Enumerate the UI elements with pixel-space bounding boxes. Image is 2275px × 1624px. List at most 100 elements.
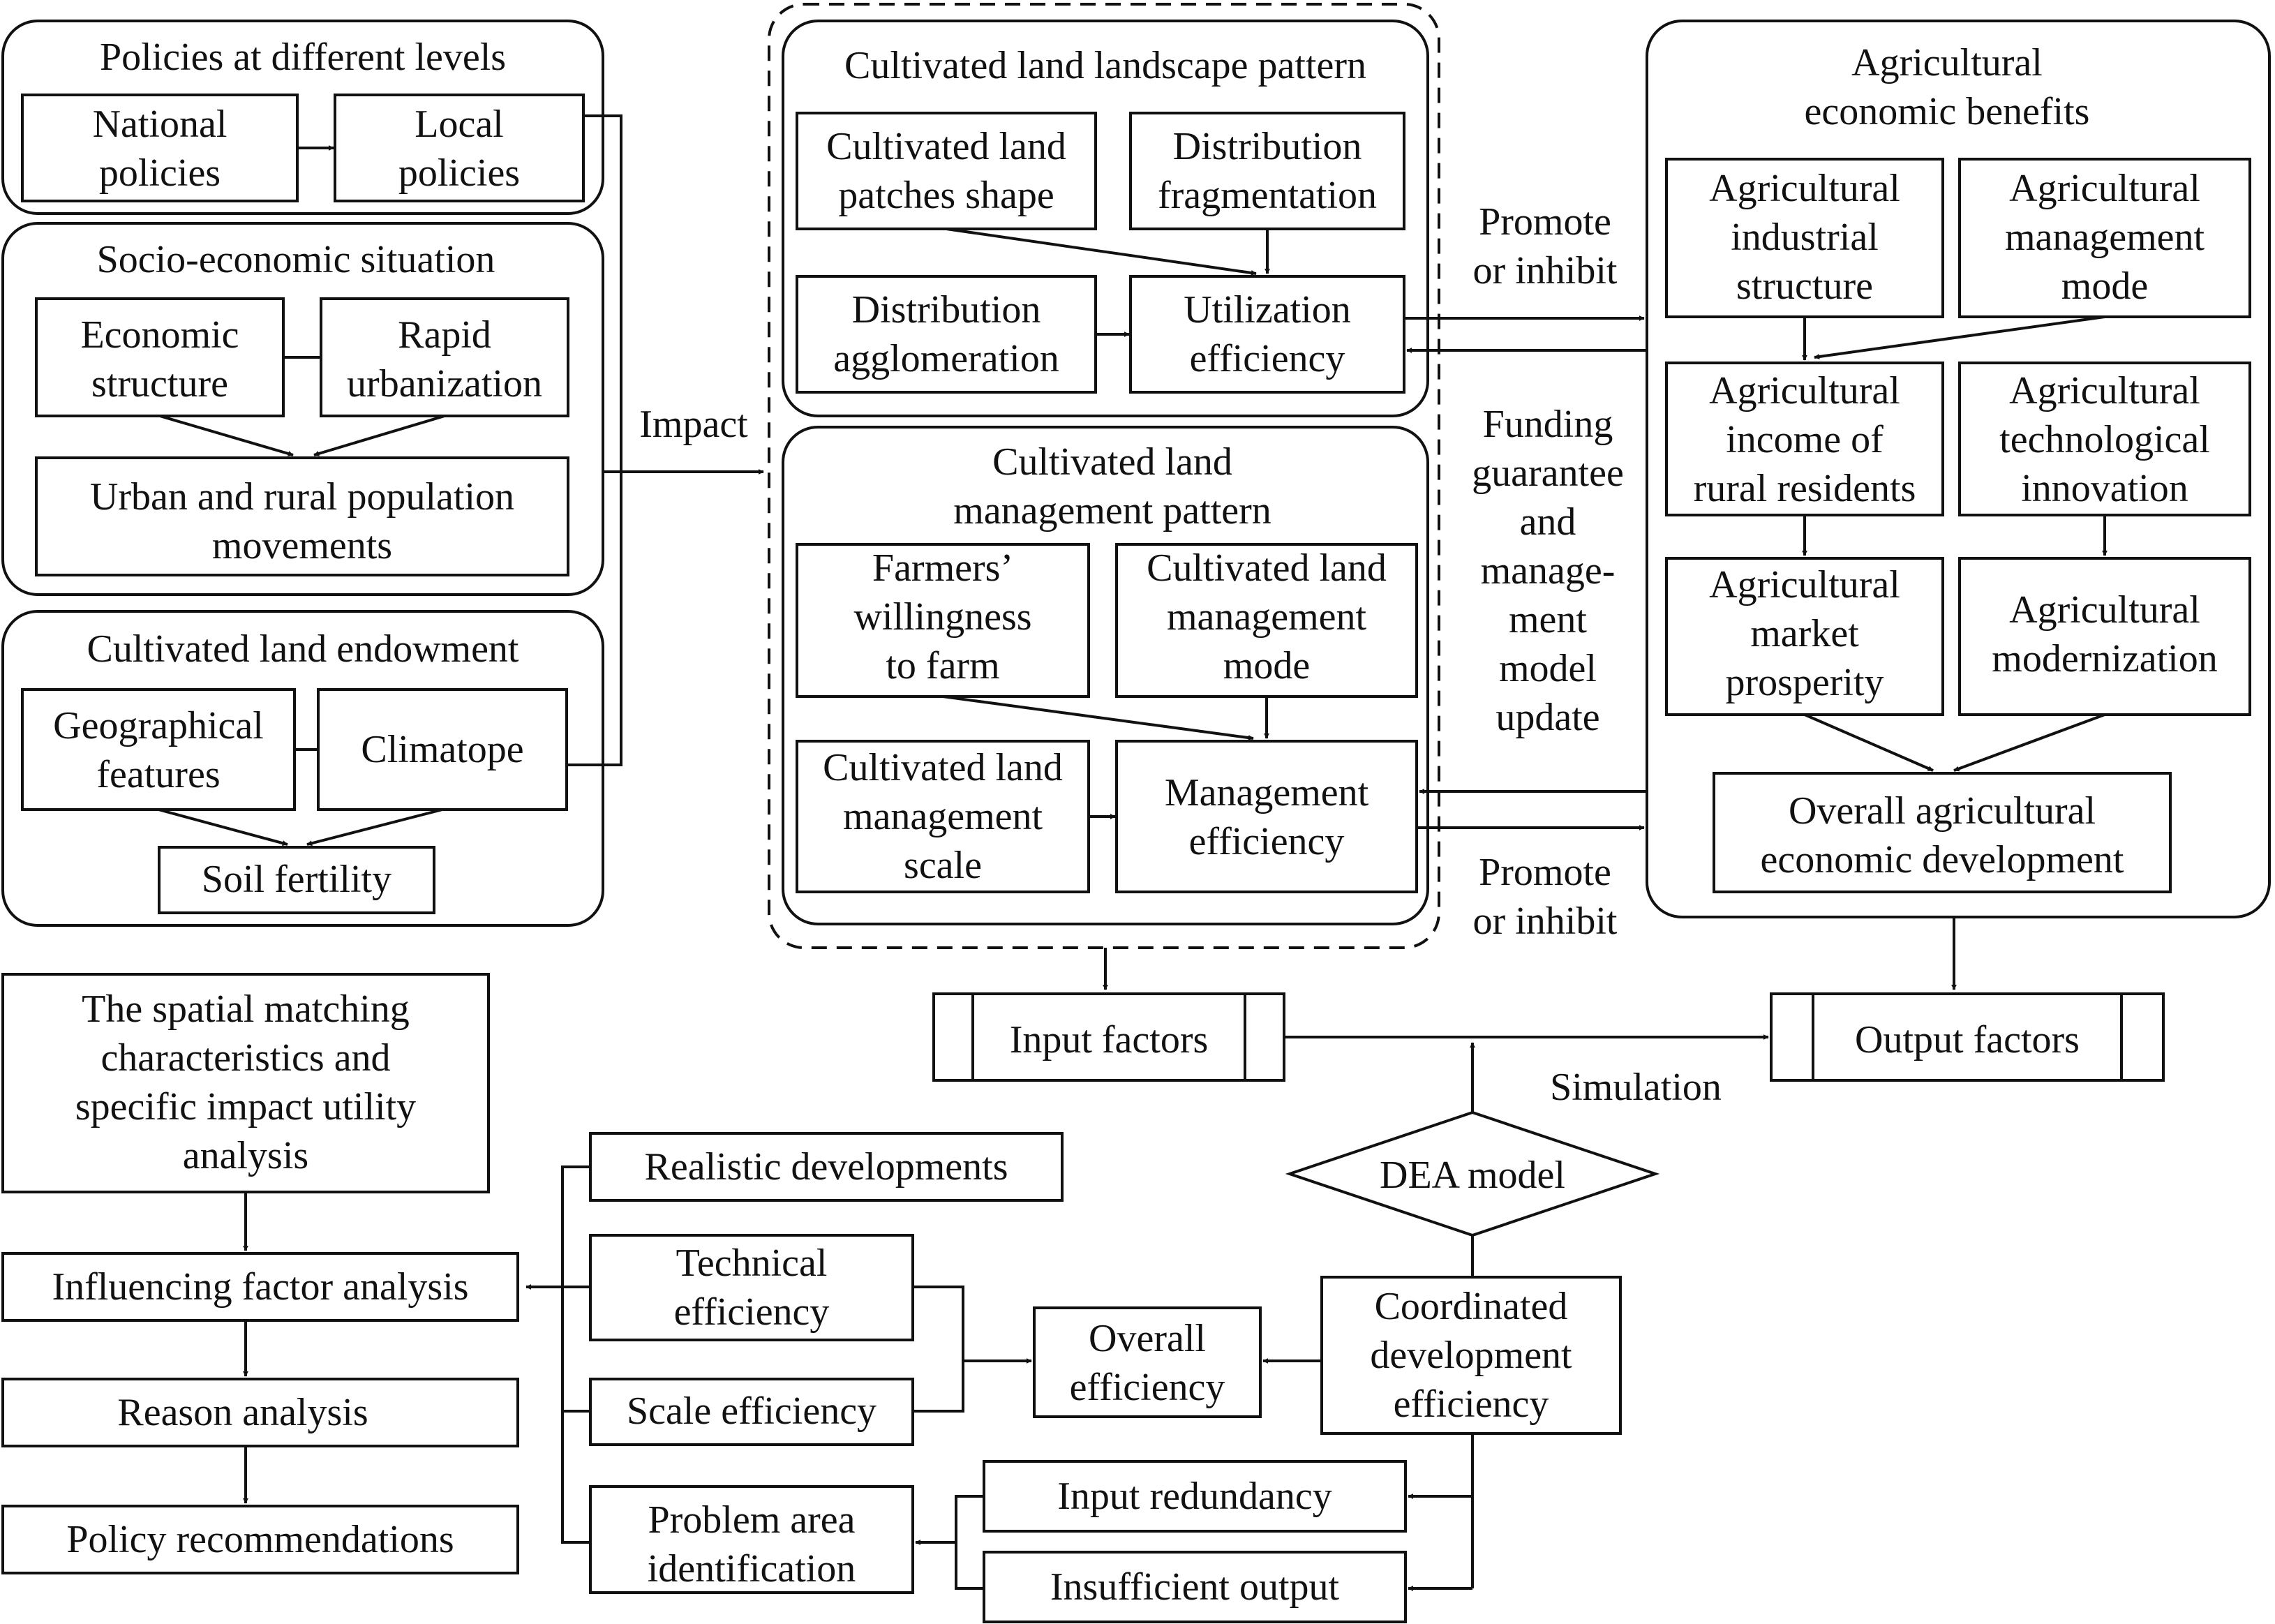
coordinated-line2: development [1370,1334,1572,1377]
spatial-line1: The spatial matching [82,988,410,1031]
industrial-line1: Agricultural [1709,167,1900,210]
fragmentation-line1: Distribution [1173,125,1362,168]
analysis-chain: The spatial matching characteristics and… [1,973,519,1574]
output-factors-text: Output factors [1855,1018,2080,1061]
agri-management-mode-box [1958,158,2251,318]
distribution-fragmentation-box [1129,112,1405,230]
technical-line1: Technical [676,1242,828,1285]
mgmt-mode-line1: Cultivated land [1147,546,1387,590]
market-line2: market [1750,612,1859,655]
willingness-line3: to farm [886,644,999,687]
tech-line3: innovation [2021,467,2188,510]
spatial-line3: specific impact utility [75,1085,416,1128]
socio-economic-group: Socio-economic situation Economic struct… [1,222,604,596]
willingness-line2: willingness [853,595,1031,639]
influencing-factor-box [1,1252,519,1322]
benefits-title-line2: economic benefits [1805,90,2090,133]
income-line3: rural residents [1694,467,1916,510]
industrial-structure-box [1665,158,1944,318]
fragmentation-line2: fragmentation [1158,174,1377,217]
overall-eff-line2: efficiency [1070,1366,1225,1409]
local-policies-line2: policies [398,151,520,195]
rapid-urbanization-line2: urbanization [347,362,542,405]
industrial-line2: industrial [1731,216,1879,259]
problem-line2: identification [648,1547,856,1591]
promote-top-line2: or inhibit [1473,249,1618,292]
promote-top-line1: Promote [1479,200,1611,244]
national-policies-box [21,94,299,202]
mgmt-eff-line1: Management [1165,771,1369,814]
funding-line2: guarantee [1472,452,1624,495]
tech-innovation-box [1958,362,2251,516]
overall-agri-development-box [1713,772,2172,893]
input-factors-text: Input factors [1010,1018,1209,1061]
problem-line1: Problem area [648,1498,856,1542]
realistic-text: Realistic developments [645,1145,1008,1189]
agglomeration-line2: agglomeration [833,337,1059,380]
agri-mode-line2: management [2005,216,2205,259]
funding-line5: ment [1509,598,1587,641]
national-policies-line1: National [93,103,228,146]
input-redundancy-box [983,1460,1407,1533]
mgmt-mode-line3: mode [1223,644,1310,687]
simulation-label: Simulation [1550,1066,1722,1109]
socio-title: Socio-economic situation [97,238,495,281]
management-title-line1: Cultivated land [992,440,1232,484]
population-line1: Urban and rural population [90,475,514,519]
local-policies-box [334,94,585,202]
management-efficiency-box [1115,740,1418,893]
technical-line2: efficiency [674,1290,830,1334]
coordinated-line3: efficiency [1394,1383,1549,1426]
agri-mode-line1: Agricultural [2009,167,2200,210]
climatope-text: Climatope [361,728,523,771]
overall-dev-line2: economic development [1761,838,2124,881]
modern-line1: Agricultural [2009,588,2200,632]
coordinated-efficiency-box [1320,1276,1622,1435]
spatial-line2: characteristics and [100,1036,390,1080]
income-line1: Agricultural [1709,369,1900,412]
landscape-title: Cultivated land landscape pattern [844,44,1366,87]
management-scale-box [796,740,1090,893]
reason-text: Reason analysis [117,1391,368,1434]
reason-analysis-box [1,1378,519,1447]
input-redundancy-text: Input redundancy [1057,1475,1332,1518]
funding-line1: Funding [1483,403,1613,446]
input-factors-box [932,992,1285,1082]
market-prosperity-box [1665,557,1944,716]
mgmt-mode-line2: management [1167,595,1367,639]
rapid-urbanization-line1: Rapid [398,313,491,357]
output-factors-box [1770,992,2165,1082]
population-line2: movements [212,524,392,567]
spatial-matching-box [1,973,490,1193]
policies-title: Policies at different levels [100,36,506,79]
market-line3: prosperity [1725,661,1884,704]
landscape-group: Cultivated land landscape pattern Cultiv… [782,20,1429,417]
scale-line3: scale [904,844,982,887]
funding-line4: manage- [1481,549,1616,593]
utilization-line1: Utilization [1184,288,1351,331]
economic-structure-line1: Economic [80,313,239,357]
endowment-group: Cultivated land endowment Geographical f… [1,610,604,927]
modernization-box [1958,557,2251,716]
overall-efficiency-box [1033,1306,1262,1418]
funding-line3: and [1520,500,1576,544]
income-line2: income of [1726,418,1884,461]
funding-line6: model [1499,647,1597,690]
management-title-line2: management pattern [953,489,1271,532]
tech-line1: Agricultural [2009,369,2200,412]
national-policies-line2: policies [99,151,221,195]
geographical-line1: Geographical [53,704,264,747]
mgmt-eff-line2: efficiency [1189,820,1345,863]
realistic-developments-box [589,1132,1064,1202]
influencing-text: Influencing factor analysis [52,1265,468,1309]
left-connectors: Impact [158,114,764,847]
geographical-line2: features [96,753,220,796]
soil-fertility-text: Soil fertility [202,858,391,901]
utilization-efficiency-box [1129,275,1405,394]
market-line1: Agricultural [1709,563,1900,606]
management-group: Cultivated land management pattern Farme… [782,426,1429,925]
tech-line2: technological [1999,418,2210,461]
problem-area-box [589,1485,914,1594]
scale-efficiency-text: Scale efficiency [627,1390,877,1433]
coordinated-line1: Coordinated [1375,1285,1568,1328]
